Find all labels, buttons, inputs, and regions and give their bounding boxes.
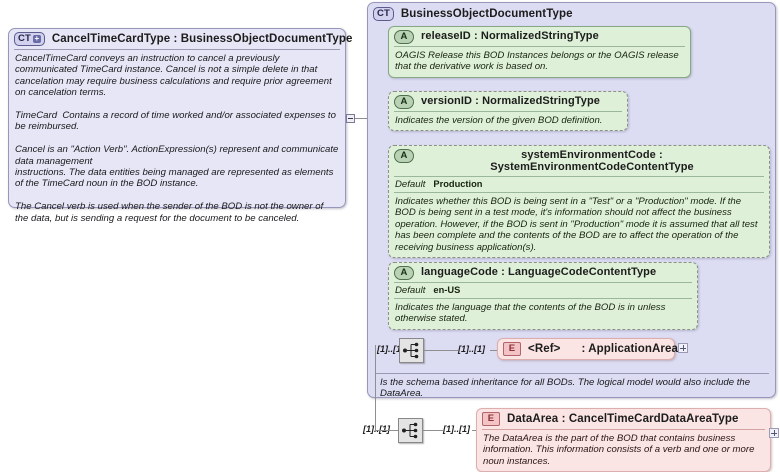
element-divider — [482, 429, 765, 430]
bod-annotation-block: Is the schema based inheritance for all … — [376, 373, 769, 402]
complex-type-box-canceltimecardtype[interactable]: CT + CancelTimeCardType : BusinessObject… — [8, 28, 352, 224]
attribute-default-divider — [394, 298, 692, 299]
header-divider — [14, 49, 340, 50]
connector-trunk-lower — [375, 345, 376, 430]
element-documentation-dataarea: The DataArea is the part of the BOD that… — [483, 433, 758, 467]
attribute-header-systemenvironmentcode: A systemEnvironmentCode : SystemEnvironm… — [389, 146, 769, 176]
attribute-divider — [394, 282, 692, 283]
bod-annotation-divider — [376, 373, 769, 374]
expand-box-ref-icon[interactable] — [678, 343, 688, 353]
attribute-title-languagecode: languageCode : LanguageCodeContentType — [421, 266, 657, 278]
connector-wire-ref — [424, 350, 458, 351]
sequence-compositor-icon[interactable] — [399, 338, 424, 363]
connector-branch-dataarea — [375, 430, 398, 431]
attribute-header-releaseid: A releaseID : NormalizedStringType — [389, 27, 690, 46]
attribute-documentation-systemenvironmentcode: Indicates whether this BOD is being sent… — [395, 196, 761, 253]
sequence-icon-glyph — [403, 342, 419, 359]
attribute-documentation-versionid: Indicates the version of the given BOD d… — [395, 115, 603, 126]
attribute-default-divider — [394, 192, 764, 193]
cardinality-label-dataarea-right: [1]..[1] — [443, 424, 470, 434]
attribute-box-versionid[interactable]: A versionID : NormalizedStringType Indic… — [388, 91, 628, 132]
default-value: en-US — [433, 285, 461, 295]
complex-type-title: CancelTimeCardType : BusinessObjectDocum… — [51, 33, 353, 45]
attribute-box-releaseid[interactable]: A releaseID : NormalizedStringType OAGIS… — [388, 26, 691, 78]
cardinality-label-ref-left: [1]..[1] — [377, 344, 404, 354]
attribute-badge-icon: A — [394, 30, 414, 44]
default-label: Default — [395, 285, 426, 296]
bod-complex-type-badge-icon[interactable]: CT — [373, 7, 394, 21]
attribute-default-row-languagecode: Default en-US — [389, 283, 697, 298]
connector-wire-ref2 — [490, 350, 497, 351]
default-label: Default — [395, 179, 426, 190]
complex-type-badge-icon[interactable]: CT + — [14, 32, 45, 46]
attribute-badge-icon: A — [394, 95, 414, 109]
attribute-divider — [394, 46, 685, 47]
attribute-box-languagecode[interactable]: A languageCode : LanguageCodeContentType… — [388, 262, 698, 330]
attribute-badge-icon: A — [394, 149, 414, 163]
connector-wire-mid — [355, 118, 375, 119]
complex-type-header: CT + CancelTimeCardType : BusinessObject… — [9, 29, 352, 49]
attribute-title-systemenvironmentcode: systemEnvironmentCode : SystemEnvironmen… — [490, 149, 694, 173]
attribute-documentation-releaseid: OAGIS Release this BOD Instances belongs… — [395, 50, 682, 73]
element-name-ref: <Ref> — [528, 343, 561, 355]
complex-type-documentation: CancelTimeCard conveys an instruction to… — [15, 53, 339, 224]
element-type-ref: : ApplicationArea — [581, 343, 678, 355]
expand-box-dataarea-icon[interactable] — [769, 428, 779, 438]
bod-annotation-text: Is the schema based inheritance for all … — [380, 377, 753, 400]
attribute-divider — [394, 111, 622, 112]
connector-wire-dataarea2 — [472, 430, 476, 431]
element-box-ref-applicationarea[interactable]: E <Ref> : ApplicationArea — [497, 338, 678, 360]
cardinality-label-ref-right: [1]..[1] — [458, 344, 485, 354]
connector-wire-dataarea — [423, 430, 443, 431]
attribute-box-systemenvironmentcode[interactable]: A systemEnvironmentCode : SystemEnvironm… — [388, 145, 770, 259]
bod-header: CT BusinessObjectDocumentType — [368, 3, 775, 24]
attribute-header-languagecode: A languageCode : LanguageCodeContentType — [389, 263, 697, 282]
element-box-dataarea[interactable]: E DataArea : CancelTimeCardDataAreaType … — [476, 408, 771, 472]
sequence-compositor-icon-dataarea[interactable] — [398, 418, 423, 443]
attribute-badge-icon: A — [394, 266, 414, 280]
sequence-icon-glyph — [402, 422, 418, 439]
bod-title: BusinessObjectDocumentType — [400, 8, 573, 20]
expand-plus-icon[interactable]: + — [32, 34, 41, 43]
attribute-documentation-languagecode: Indicates the language that the contents… — [395, 302, 669, 325]
attribute-title-versionid: versionID : NormalizedStringType — [421, 95, 601, 107]
attribute-divider — [394, 176, 764, 177]
attribute-default-row-systemenvironmentcode: Default Production — [389, 177, 769, 192]
attribute-header-versionid: A versionID : NormalizedStringType — [389, 92, 627, 111]
ct-badge-label: CT — [18, 33, 31, 45]
bod-ct-badge-label: CT — [377, 8, 390, 20]
element-badge-icon: E — [482, 412, 500, 426]
element-header-dataarea: E DataArea : CancelTimeCardDataAreaType — [477, 409, 770, 429]
cardinality-label-dataarea-left: [1]..[1] — [363, 424, 390, 434]
element-header-ref: E <Ref> : ApplicationArea — [498, 339, 678, 359]
element-title-dataarea: DataArea : CancelTimeCardDataAreaType — [507, 413, 739, 425]
default-value: Production — [433, 179, 483, 189]
attribute-title-releaseid: releaseID : NormalizedStringType — [421, 30, 599, 42]
collapse-toggle-icon[interactable] — [346, 113, 355, 123]
element-badge-icon: E — [503, 342, 521, 356]
